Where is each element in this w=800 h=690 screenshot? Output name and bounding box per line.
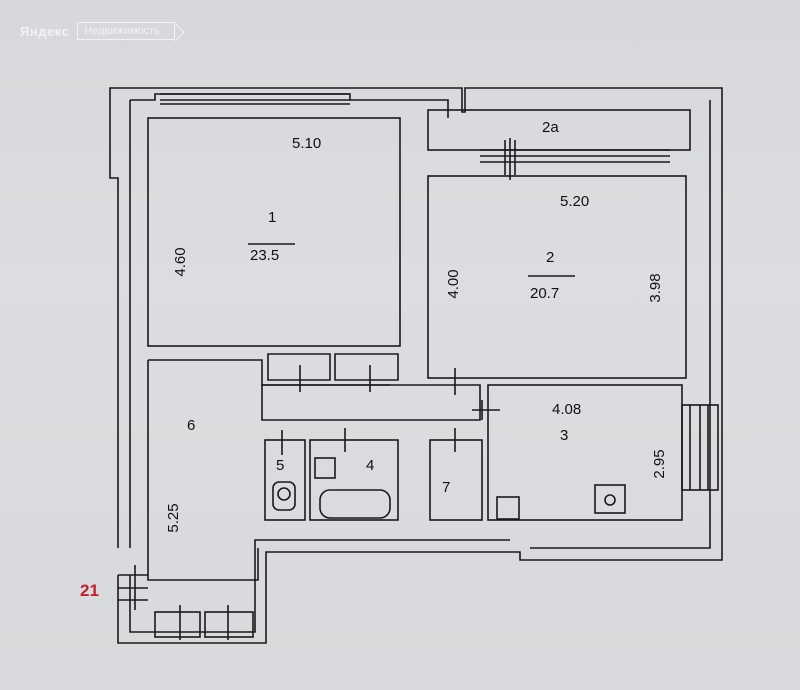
room-1-height: 4.60 bbox=[172, 247, 189, 276]
room-2-number: 2 bbox=[546, 249, 554, 266]
room-5-number: 5 bbox=[276, 457, 284, 474]
room-2a-number: 2а bbox=[542, 119, 559, 136]
outer-wall bbox=[109, 87, 723, 644]
marker-21: 21 bbox=[80, 581, 99, 600]
room-4-number: 4 bbox=[366, 457, 374, 474]
watermark: Яндекс Недвижимость bbox=[20, 22, 175, 40]
room-2-area: 20.7 bbox=[530, 285, 559, 302]
room-5 bbox=[264, 439, 306, 521]
room-1-number: 1 bbox=[268, 209, 276, 226]
room-2-height-right: 3.98 bbox=[647, 273, 664, 302]
room-2 bbox=[427, 175, 687, 379]
room-1-area: 23.5 bbox=[250, 247, 279, 264]
room-6-height: 5.25 bbox=[165, 503, 182, 532]
room-2-height-left: 4.00 bbox=[445, 269, 462, 298]
balcony-2a bbox=[427, 109, 691, 151]
room-2-width: 5.20 bbox=[560, 193, 589, 210]
room-3-width: 4.08 bbox=[552, 401, 581, 418]
room-1-width: 5.10 bbox=[292, 135, 321, 152]
room-4 bbox=[309, 439, 399, 521]
watermark-service: Недвижимость bbox=[77, 22, 175, 40]
room-6-number: 6 bbox=[187, 417, 195, 434]
room-7 bbox=[429, 439, 483, 521]
room-3-height: 2.95 bbox=[651, 449, 668, 478]
room-7-number: 7 bbox=[442, 479, 450, 496]
watermark-brand: Яндекс bbox=[20, 23, 70, 39]
room-1 bbox=[147, 117, 401, 347]
room-3-number: 3 bbox=[560, 427, 568, 444]
room-6 bbox=[147, 359, 390, 581]
